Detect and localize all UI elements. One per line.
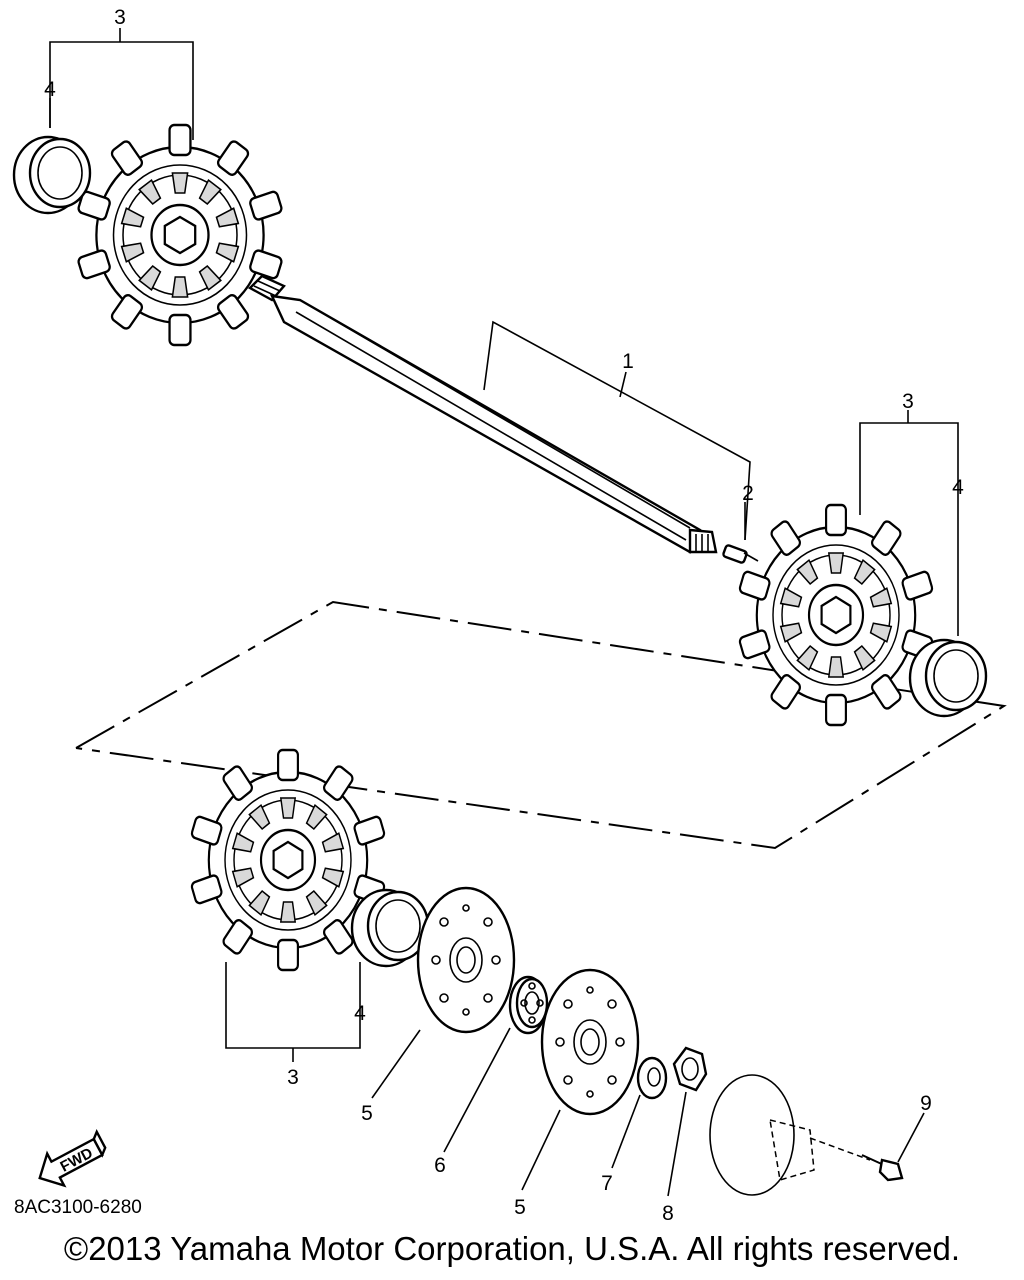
callout-5-left: 5 [361, 1102, 373, 1125]
callout-8: 8 [662, 1202, 674, 1225]
set-screw [722, 544, 759, 564]
callout-3-bottom: 3 [287, 1066, 299, 1089]
collar-right [908, 638, 988, 718]
callout-1: 1 [622, 350, 634, 373]
callout-5-right: 5 [514, 1196, 526, 1219]
collar-bottom [350, 888, 430, 968]
hub-outline [709, 1074, 871, 1196]
diagram-part-code: 8AC3100-6280 [14, 1197, 142, 1218]
washer [636, 1056, 668, 1100]
wheel-disc-left [416, 886, 516, 1034]
assembly-boundary [75, 600, 1007, 850]
callout-leaders [49, 28, 959, 1197]
callout-4-right: 4 [952, 476, 964, 499]
bearing [508, 975, 549, 1035]
callout-3-right: 3 [902, 390, 914, 413]
sprocket-top-left [76, 123, 284, 347]
callout-3-top: 3 [114, 6, 126, 29]
bolt [861, 1154, 904, 1182]
nut [672, 1046, 708, 1092]
callout-7: 7 [601, 1172, 613, 1195]
drive-shaft [248, 274, 718, 554]
fwd-arrow-icon: FWD [38, 1129, 107, 1188]
callout-9: 9 [920, 1092, 932, 1115]
wheel-disc-right [540, 968, 640, 1116]
sprocket-right [737, 503, 935, 727]
callout-4-bottom: 4 [354, 1002, 366, 1025]
callout-6: 6 [434, 1154, 446, 1177]
callout-4-top: 4 [44, 78, 56, 101]
copyright-notice: ©2013 Yamaha Motor Corporation, U.S.A. A… [63, 1230, 961, 1267]
collar-top-left [12, 135, 92, 215]
callout-2: 2 [742, 482, 754, 505]
